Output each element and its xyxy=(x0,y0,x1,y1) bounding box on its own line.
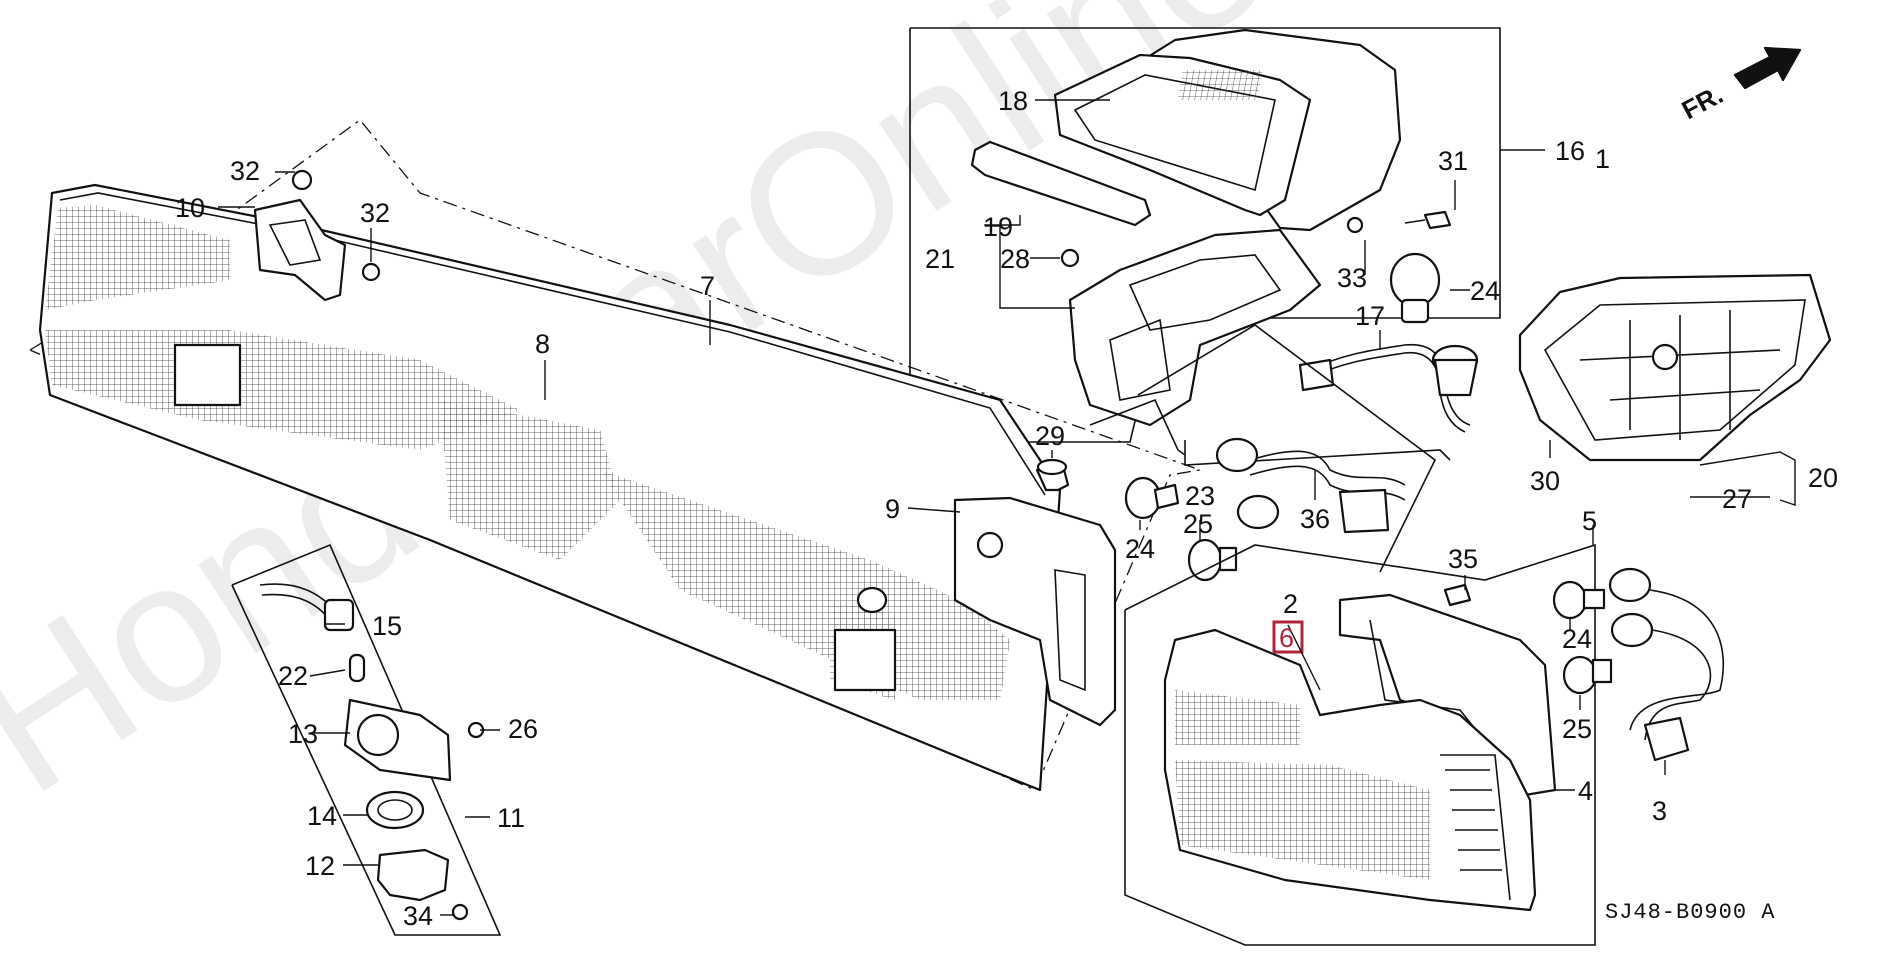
label-21: 21 xyxy=(925,244,955,274)
license-light-group xyxy=(231,543,502,936)
label-24-left: 24 xyxy=(1125,534,1155,564)
label-11: 11 xyxy=(497,803,525,833)
label-28: 28 xyxy=(1000,244,1030,274)
label-24-right: 24 xyxy=(1562,624,1592,654)
label-30: 30 xyxy=(1530,466,1560,496)
label-32-top: 32 xyxy=(230,156,260,186)
taillight-group xyxy=(1124,543,1725,946)
label-10: 10 xyxy=(175,193,205,223)
label-18: 18 xyxy=(998,86,1028,116)
highlight-box xyxy=(1272,620,1304,654)
label-17: 17 xyxy=(1355,301,1385,331)
garnish-group xyxy=(29,119,1203,792)
label-15: 15 xyxy=(372,611,402,641)
label-34: 34 xyxy=(403,901,433,931)
label-32-right: 32 xyxy=(360,198,390,228)
label-20: 20 xyxy=(1808,463,1838,493)
label-1: 1 xyxy=(1595,144,1610,174)
leader-lines xyxy=(218,99,1796,916)
socket-harness-group xyxy=(1089,324,1451,582)
label-2: 2 xyxy=(1283,589,1298,619)
label-36: 36 xyxy=(1300,504,1330,534)
label-25-left: 25 xyxy=(1183,509,1213,539)
label-6: 6 xyxy=(1279,623,1294,653)
label-8: 8 xyxy=(535,329,550,359)
label-16: 16 xyxy=(1555,136,1585,166)
part-labels: 1 2 3 4 5 6 7 8 9 10 11 12 13 14 15 16 1… xyxy=(175,86,1838,931)
front-direction-arrow: FR. xyxy=(1677,46,1802,125)
label-9: 9 xyxy=(885,494,900,524)
label-33: 33 xyxy=(1337,263,1367,293)
label-19: 19 xyxy=(983,212,1013,242)
label-23: 23 xyxy=(1185,481,1215,511)
label-24-top: 24 xyxy=(1470,276,1500,306)
label-26: 26 xyxy=(508,714,538,744)
label-14: 14 xyxy=(307,801,337,831)
label-3: 3 xyxy=(1652,796,1667,826)
label-7: 7 xyxy=(700,271,715,301)
front-direction-label: FR. xyxy=(1677,79,1728,125)
light-base-part xyxy=(1518,273,1832,462)
label-31: 31 xyxy=(1438,146,1468,176)
label-13: 13 xyxy=(288,719,318,749)
label-12: 12 xyxy=(305,851,335,881)
label-27: 27 xyxy=(1722,484,1752,514)
high-mount-light-group xyxy=(909,27,1501,443)
label-29: 29 xyxy=(1035,421,1065,451)
drawing-code: SJ48-B0900 A xyxy=(1605,900,1775,925)
label-4: 4 xyxy=(1578,776,1593,806)
label-22: 22 xyxy=(278,661,308,691)
label-5: 5 xyxy=(1582,506,1597,536)
label-35: 35 xyxy=(1448,544,1478,574)
label-25-right: 25 xyxy=(1562,714,1592,744)
